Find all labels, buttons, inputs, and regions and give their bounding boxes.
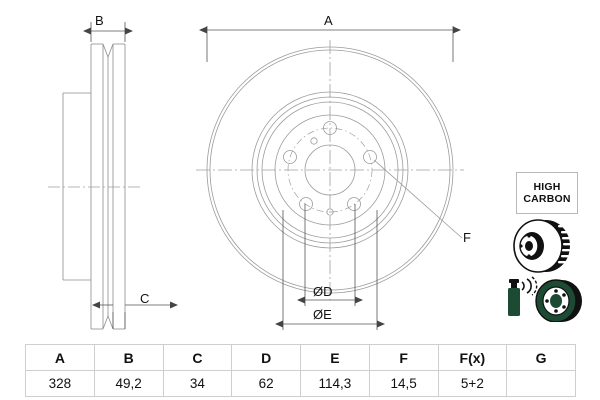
table-value-a: 328 — [25, 370, 95, 397]
dimension-od-line — [297, 204, 363, 306]
dimension-b-line — [83, 22, 133, 42]
table-header-d: D — [231, 344, 301, 371]
coated-brake-disc-icon — [508, 276, 582, 322]
table-value-d: 62 — [231, 370, 301, 397]
high-carbon-badge: HIGH CARBON — [516, 172, 578, 214]
table-header-a: A — [25, 344, 95, 371]
spray-can-icon — [508, 276, 538, 316]
dimension-label-e: ØE — [313, 307, 332, 322]
table-header-g: G — [506, 344, 576, 371]
disc-section-view — [62, 43, 126, 330]
table-header-row: A B C D E F F(x) G — [25, 344, 576, 371]
face-center-lines — [196, 40, 464, 300]
table-header-fx: F(x) — [437, 344, 508, 371]
table-header-f: F — [368, 344, 439, 371]
dimension-label-f: F — [463, 230, 471, 245]
high-carbon-line-1: HIGH — [533, 181, 561, 193]
locating-holes — [310, 137, 334, 216]
dimension-label-d: ØD — [313, 284, 333, 299]
table-value-g — [506, 370, 576, 397]
brake-disc-icon — [513, 219, 571, 273]
table-header-b: B — [93, 344, 164, 371]
dimension-label-b: B — [95, 13, 104, 28]
leader-line-f — [373, 159, 463, 239]
table-header-c: C — [162, 344, 233, 371]
dimension-label-a: A — [324, 13, 333, 28]
table-header-e: E — [300, 344, 370, 371]
high-carbon-line-2: CARBON — [523, 193, 571, 205]
dimension-oe-line — [275, 210, 385, 330]
table-value-e: 114,3 — [300, 370, 370, 397]
dimension-c-line — [92, 301, 178, 329]
dimension-a-line — [199, 26, 461, 62]
table-value-fx: 5+2 — [437, 370, 508, 397]
bolt-holes — [283, 121, 377, 211]
specification-table: A B C D E F F(x) G 328 49,2 34 62 114,3 … — [25, 344, 576, 397]
dimension-label-c: C — [140, 291, 150, 306]
table-value-f: 14,5 — [368, 370, 439, 397]
table-value-c: 34 — [162, 370, 233, 397]
table-value-row: 328 49,2 34 62 114,3 14,5 5+2 — [25, 370, 576, 397]
table-value-b: 49,2 — [93, 370, 164, 397]
